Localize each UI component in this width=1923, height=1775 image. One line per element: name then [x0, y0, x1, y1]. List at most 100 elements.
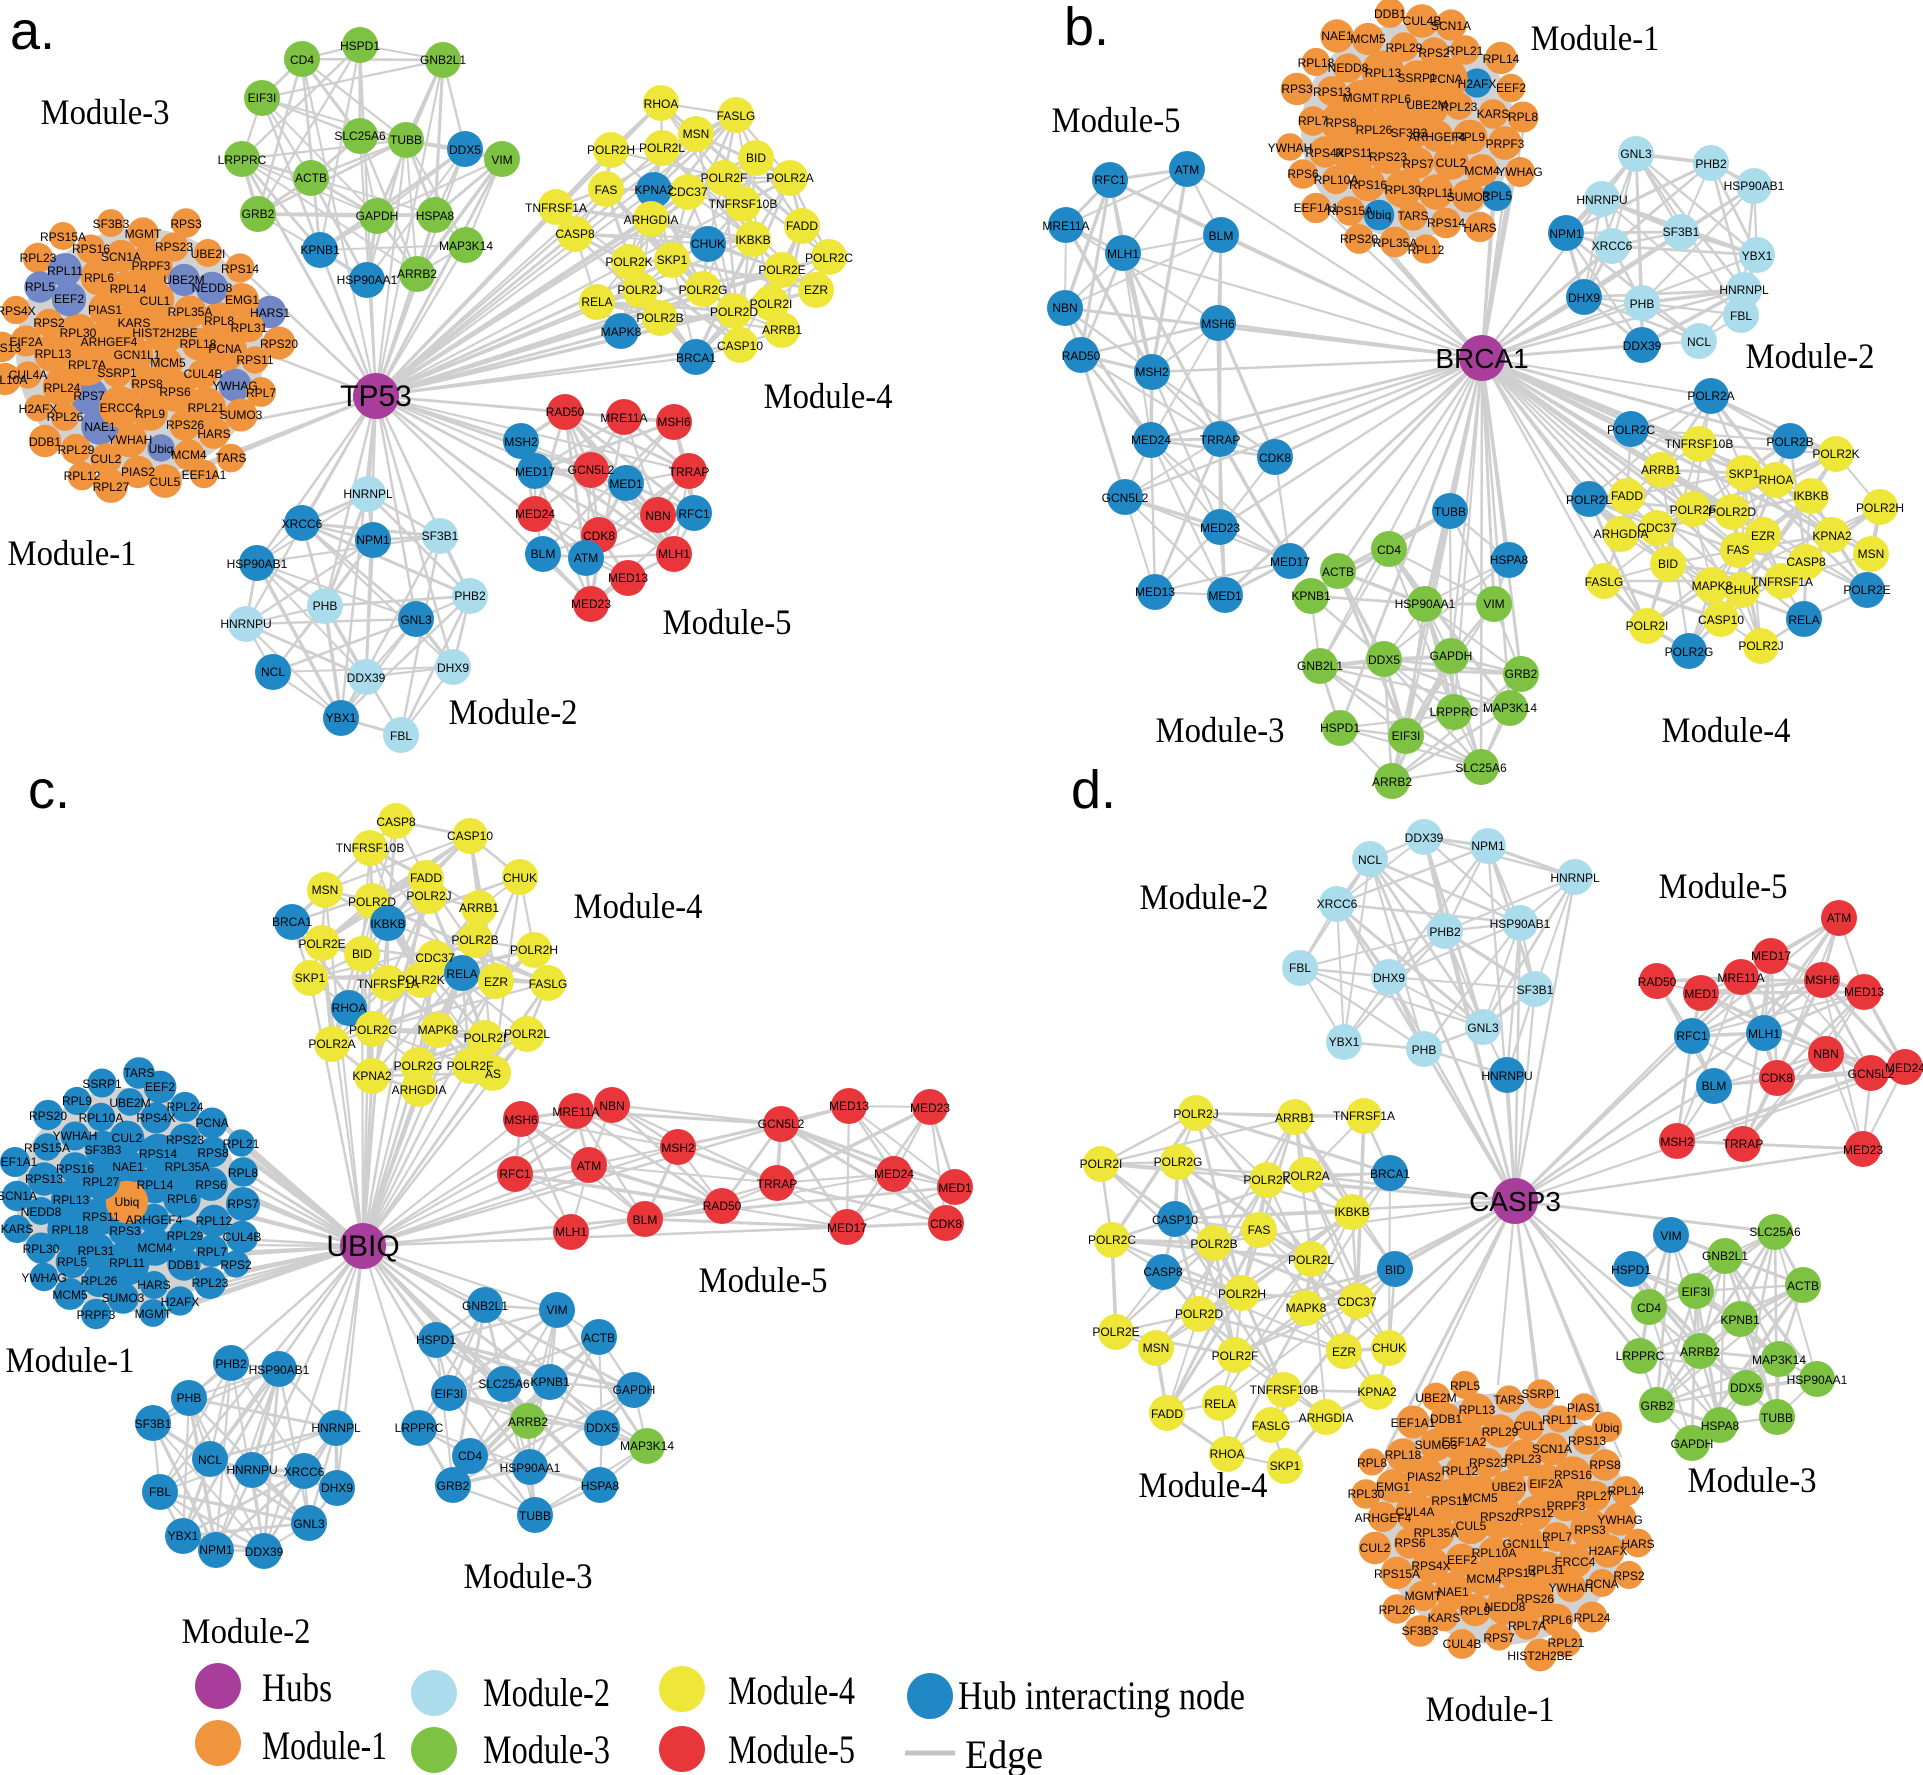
svg-text:POLR2E: POLR2E	[758, 263, 805, 277]
svg-text:RPS14: RPS14	[221, 262, 259, 276]
svg-text:a.: a.	[10, 1, 55, 61]
svg-text:RPS16: RPS16	[1554, 1468, 1592, 1482]
svg-text:MAPK8: MAPK8	[1692, 579, 1733, 593]
svg-text:RPS6: RPS6	[1287, 167, 1319, 181]
svg-text:EEF1A2: EEF1A2	[1442, 1435, 1487, 1449]
svg-text:CUL4B: CUL4B	[1403, 14, 1442, 28]
svg-text:RPL13: RPL13	[53, 1193, 90, 1207]
svg-text:RFC1: RFC1	[499, 1167, 531, 1181]
svg-text:RPL7: RPL7	[246, 386, 276, 400]
svg-text:EIF2A: EIF2A	[9, 335, 42, 349]
svg-text:MSH2: MSH2	[1135, 365, 1169, 379]
svg-text:RPS4X: RPS4X	[0, 304, 36, 318]
svg-text:RELA: RELA	[1204, 1397, 1235, 1411]
svg-text:POLR2I: POLR2I	[1080, 1157, 1123, 1171]
svg-text:RPL29: RPL29	[1482, 1425, 1519, 1439]
svg-text:ARHGEF4: ARHGEF4	[126, 1213, 183, 1227]
svg-text:RPS4X: RPS4X	[1411, 1559, 1450, 1573]
svg-text:RPL24: RPL24	[167, 1100, 204, 1114]
svg-text:EEF2: EEF2	[1447, 1553, 1477, 1567]
svg-text:RPS20: RPS20	[29, 1109, 67, 1123]
svg-text:CDK8: CDK8	[930, 1217, 962, 1231]
svg-text:NBN: NBN	[599, 1099, 624, 1113]
svg-text:RHOA: RHOA	[1759, 473, 1794, 487]
svg-text:SF3B3: SF3B3	[93, 217, 130, 231]
svg-text:RPL5: RPL5	[1450, 1379, 1480, 1393]
svg-text:NEDD8: NEDD8	[1328, 61, 1369, 75]
svg-text:CASP8: CASP8	[1143, 1265, 1183, 1279]
svg-text:MCM5: MCM5	[1462, 1491, 1498, 1505]
svg-text:EIF3I: EIF3I	[435, 1387, 464, 1401]
svg-text:RPS11: RPS11	[1431, 1494, 1468, 1508]
svg-text:RPL14: RPL14	[110, 282, 147, 296]
svg-text:CASP10: CASP10	[1698, 613, 1744, 627]
svg-text:MED13: MED13	[608, 571, 648, 585]
svg-text:Module-2: Module-2	[182, 1611, 311, 1651]
svg-text:POLR2K: POLR2K	[1243, 1173, 1290, 1187]
svg-text:MAP3K14: MAP3K14	[620, 1439, 674, 1453]
svg-text:HSPA8: HSPA8	[1701, 1419, 1740, 1433]
svg-text:MCM5: MCM5	[52, 1288, 88, 1302]
svg-text:FBL: FBL	[1730, 309, 1752, 323]
svg-text:RPS23: RPS23	[1469, 1456, 1507, 1470]
svg-text:SF3B3: SF3B3	[85, 1143, 122, 1157]
svg-text:HARS1: HARS1	[250, 306, 290, 320]
svg-text:CHUK: CHUK	[1725, 583, 1759, 597]
svg-text:RPL18: RPL18	[1385, 1448, 1422, 1462]
svg-text:POLR2F: POLR2F	[1670, 503, 1717, 517]
svg-text:HSPA8: HSPA8	[1490, 553, 1529, 567]
svg-text:MED17: MED17	[515, 465, 555, 479]
svg-text:KPNA2: KPNA2	[1812, 529, 1852, 543]
svg-text:SF3B3: SF3B3	[1402, 1624, 1439, 1638]
svg-text:HNRNPL: HNRNPL	[1719, 283, 1769, 297]
svg-text:DHX9: DHX9	[1373, 971, 1405, 985]
svg-text:PHB: PHB	[1412, 1043, 1437, 1057]
svg-text:RPL7: RPL7	[1542, 1530, 1572, 1544]
svg-text:GCN5L2: GCN5L2	[758, 1117, 805, 1131]
svg-text:VIM: VIM	[546, 1303, 567, 1317]
svg-text:PIAS2: PIAS2	[1407, 1470, 1441, 1484]
svg-text:TUBB: TUBB	[1761, 1411, 1793, 1425]
svg-text:DDB1: DDB1	[168, 1258, 200, 1272]
svg-text:MAPK8: MAPK8	[601, 325, 642, 339]
svg-text:DDX5: DDX5	[1368, 653, 1400, 667]
svg-text:NCL: NCL	[261, 665, 285, 679]
svg-text:YWHAG: YWHAG	[212, 379, 257, 393]
svg-text:MCM5: MCM5	[1350, 32, 1386, 46]
svg-text:Module-3: Module-3	[464, 1556, 593, 1596]
svg-text:RPS3: RPS3	[109, 1224, 141, 1238]
svg-text:CDK8: CDK8	[1259, 451, 1291, 465]
svg-text:POLR2L: POLR2L	[1288, 1253, 1334, 1267]
svg-text:CUL2: CUL2	[91, 452, 122, 466]
svg-text:ACTB: ACTB	[1787, 1279, 1819, 1293]
svg-text:MED1: MED1	[1684, 987, 1718, 1001]
svg-text:MRE11A: MRE11A	[552, 1105, 599, 1119]
svg-text:NCL: NCL	[1358, 853, 1382, 867]
svg-text:GRB2: GRB2	[1641, 1399, 1674, 1413]
svg-text:POLR2C: POLR2C	[805, 251, 853, 265]
svg-text:RPL12: RPL12	[1442, 1464, 1479, 1478]
svg-text:ARHGEF4: ARHGEF4	[1409, 130, 1466, 144]
svg-text:RPL9: RPL9	[135, 407, 165, 421]
svg-text:CUL5: CUL5	[150, 475, 181, 489]
svg-text:EZR: EZR	[804, 283, 828, 297]
svg-text:RPS15A: RPS15A	[40, 230, 86, 244]
svg-text:SKP1: SKP1	[295, 971, 326, 985]
svg-text:EIF3I: EIF3I	[248, 91, 277, 105]
svg-text:SLC25A6: SLC25A6	[1455, 761, 1507, 775]
svg-text:RPL35A: RPL35A	[1373, 236, 1418, 250]
svg-text:Hub interacting node: Hub interacting node	[958, 1673, 1245, 1718]
svg-text:GCN5L2: GCN5L2	[568, 463, 615, 477]
svg-text:RAD50: RAD50	[1062, 349, 1101, 363]
svg-text:POLR2B: POLR2B	[1766, 435, 1813, 449]
svg-text:RPL26: RPL26	[47, 410, 84, 424]
svg-text:POLR2H: POLR2H	[1218, 1287, 1266, 1301]
svg-text:GNB2L1: GNB2L1	[420, 53, 466, 67]
svg-text:RPS23: RPS23	[1369, 150, 1407, 164]
svg-text:DDX39: DDX39	[347, 671, 386, 685]
svg-text:MRE11A: MRE11A	[600, 411, 647, 425]
svg-text:RPS4X: RPS4X	[136, 1111, 175, 1125]
svg-text:MLH1: MLH1	[658, 547, 690, 561]
svg-text:HSP90AB1: HSP90AB1	[227, 557, 288, 571]
svg-text:LRPPRC: LRPPRC	[1430, 705, 1479, 719]
